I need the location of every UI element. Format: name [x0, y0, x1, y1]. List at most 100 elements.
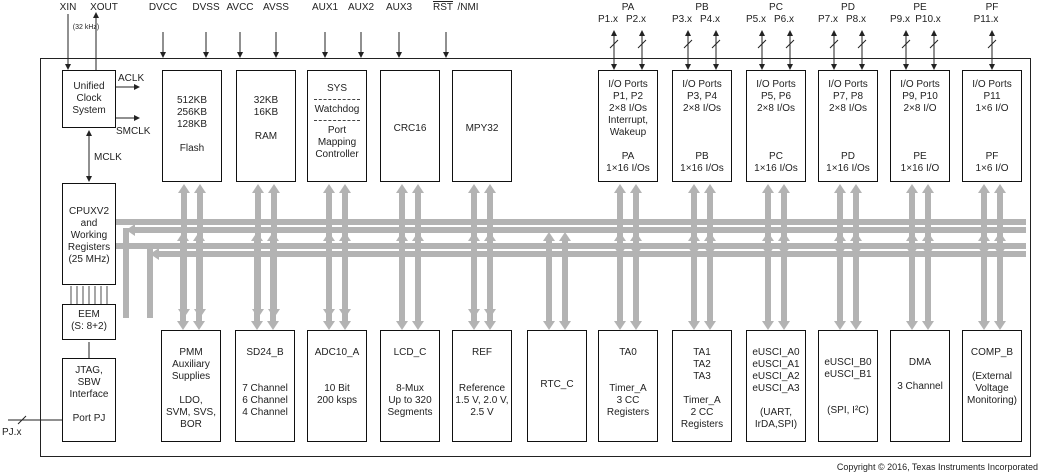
lcd-block-line: Up to 320	[388, 395, 432, 406]
port-pe-pin-label-0: P9.x	[889, 14, 911, 25]
bottom-comp-bus-link-b	[997, 241, 1003, 321]
bottom-sd24-bus-link-b-head-up	[267, 232, 279, 241]
bottom-adc10-bus-link-b-head-up	[339, 232, 351, 241]
dvcc-label: DVCC	[148, 2, 178, 13]
bottom-ref-bus-link-a-head-down	[468, 321, 480, 330]
bottom-eusci-a-bus-link-b	[781, 241, 787, 321]
bottom-comp-bus-link-b-head-down	[994, 321, 1006, 330]
port-pf-bus-link-a	[981, 193, 987, 247]
ref-block-line: REF	[472, 347, 492, 358]
eusci-a-block-line: eUSCI_A1	[752, 359, 800, 370]
io-port-pc-block-line: I/O Ports	[756, 79, 796, 90]
io-port-pd-block-line: I/O Ports	[828, 79, 868, 90]
io-port-pb-block-line	[673, 127, 731, 139]
bottom-sd24-bus-link-a-head-up	[251, 232, 263, 241]
pmm-block-line: Auxiliary	[172, 359, 210, 370]
avcc-label: AVCC	[226, 2, 254, 13]
port-pd-bus-link-b-head-up	[850, 184, 862, 193]
io-port-pc-block-line	[747, 139, 805, 151]
io-port-pb-block-line	[673, 139, 731, 151]
sd24-block-line: SD24_B	[246, 347, 284, 358]
eem-block-line: (S: 8+2)	[71, 321, 107, 332]
unified-clock-system-line: Unified	[73, 81, 105, 92]
flash-block-line	[163, 131, 221, 143]
ram-block-line	[237, 119, 295, 131]
io-port-pa-block-line: 1×16 I/Os	[606, 163, 650, 174]
top-bus-link-0-b-head-up	[194, 184, 206, 193]
bottom-dma-bus-link-b-head-down	[922, 321, 934, 330]
bottom-ta123-bus-link-a	[691, 241, 697, 321]
cpu-block-line: and	[80, 218, 98, 229]
io-port-pb-block-line: I/O Ports	[682, 79, 722, 90]
bottom-pmm-bus-link-b	[196, 241, 202, 321]
lcd-block-line	[381, 371, 439, 383]
pj-pin-label: PJ.x	[2, 427, 22, 438]
bottom-comp-bus-link-a	[981, 241, 987, 321]
bottom-ta123-bus-link-b-head-down	[704, 321, 716, 330]
io-port-pc-block-line	[747, 127, 805, 139]
ta123-block-line: 2 CC	[690, 407, 714, 418]
eusci-a-block-line: eUSCI_A2	[752, 371, 800, 382]
bottom-adc10-bus-link-b-head-down	[339, 321, 351, 330]
port-pe-pin-wire-1-down	[931, 64, 937, 70]
smclk-wire-head	[134, 115, 140, 121]
io-port-pf-block-line: P11	[983, 91, 1001, 102]
io-port-pb-block-line	[673, 115, 731, 127]
adc10-block-line: ADC10_A	[314, 347, 360, 358]
port-pf-pin-label-0: P11.x	[973, 14, 999, 25]
ref-block-line	[453, 359, 511, 371]
comp-block-line	[963, 359, 1021, 371]
crc16-block-line: CRC16	[393, 123, 427, 134]
ram-block-line: 16KB	[253, 107, 279, 118]
port-pb-bus-link-b-head-up	[704, 184, 716, 193]
port-pc-bus-link-b-head-up	[778, 184, 790, 193]
port-pc-bus-link-a	[765, 193, 771, 247]
bus-link-eem-1	[123, 228, 129, 318]
port-pf-pin-wire-0-up	[989, 30, 995, 36]
bottom-eusci-a-bus-link-a-head-up	[762, 232, 774, 241]
bus-upper-main	[103, 219, 1026, 225]
io-port-pa-block-line	[599, 139, 657, 151]
port-pa-pin-mark-1	[637, 39, 647, 49]
port-pa-pin-wire-0-up	[611, 30, 617, 36]
adc10-block-line: 200 ksps	[316, 395, 358, 406]
io-port-pe-block-line: PE	[913, 151, 927, 162]
bottom-dma-bus-link-a-head-down	[906, 321, 918, 330]
aux1-label: AUX1	[311, 2, 339, 13]
aux3-wire-head	[396, 52, 402, 58]
bus-upper-inner	[135, 227, 1026, 233]
io-port-pf-block-line	[963, 127, 1021, 139]
port-pa-pin-label-1: P2.x	[625, 14, 647, 25]
bottom-lcd-bus-link-b-head-up	[412, 232, 424, 241]
io-port-pd-block-line: P7, P8	[832, 91, 864, 102]
bottom-sd24-bus-link-a-head-down	[251, 321, 263, 330]
eusci-a-block-line	[747, 395, 805, 407]
io-port-pf-block-line: 1×6 I/O	[975, 163, 1009, 174]
xin-label: XIN	[59, 2, 77, 13]
port-pc-pin-mark-0	[757, 39, 767, 49]
ta123-block-line	[673, 383, 731, 395]
cpu-block-line: Working	[70, 230, 108, 241]
bottom-eusci-a-bus-link-b-head-up	[778, 232, 790, 241]
xout-label: XOUT	[90, 2, 118, 13]
comp-block-line: COMP_B	[970, 347, 1014, 358]
bottom-eusci-a-bus-link-b-head-down	[778, 321, 790, 330]
io-port-pa-block-line: P1, P2	[612, 91, 644, 102]
aux3-label: AUX3	[385, 2, 413, 13]
port-pb-pin-label-0: P3.x	[671, 14, 693, 25]
crc-bus-link-a	[399, 193, 405, 243]
bottom-adc10-bus-link-b	[342, 241, 348, 321]
ta0-block-line: Timer_A	[609, 383, 647, 394]
io-port-pe-block-line: 2×8 I/O	[903, 103, 937, 114]
sys-divider-2	[314, 120, 360, 121]
avcc-wire-head	[237, 52, 243, 58]
bottom-sd24-bus-link-b	[270, 241, 276, 321]
port-pd-bus-link-a-head-up	[834, 184, 846, 193]
